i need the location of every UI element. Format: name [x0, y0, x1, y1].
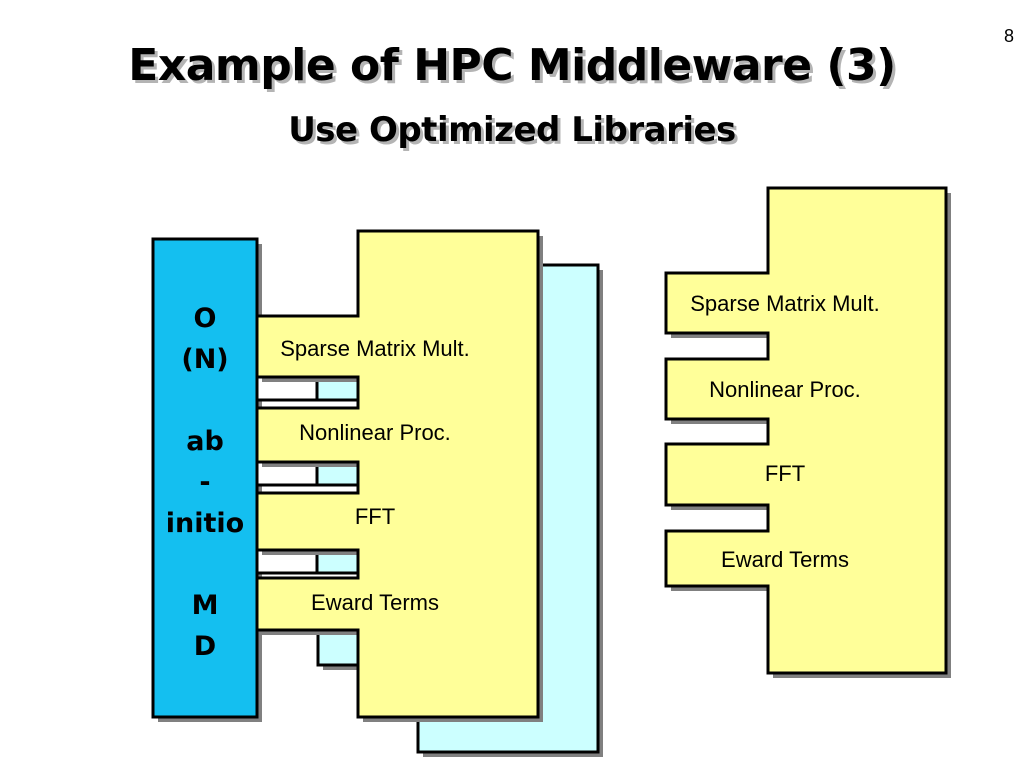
right-library-panel: Sparse Matrix Mult. Nonlinear Proc. FFT …: [664, 186, 951, 678]
page-number: 8: [1003, 26, 1014, 46]
front-label-nonlinear: Nonlinear Proc.: [299, 420, 451, 445]
right-label-eward: Eward Terms: [721, 547, 849, 572]
right-panel: [664, 186, 948, 675]
front-panel: [255, 229, 540, 719]
application-text-line: initio: [166, 508, 244, 539]
application-text-line: D: [194, 631, 216, 662]
application-text-line: M: [192, 590, 219, 621]
front-library-panel: Sparse Matrix Mult. Nonlinear Proc. FFT …: [255, 229, 543, 722]
application-text-line: -: [199, 467, 210, 498]
application-text-line: O: [194, 303, 217, 334]
right-label-sparse: Sparse Matrix Mult.: [690, 291, 880, 316]
front-label-sparse: Sparse Matrix Mult.: [280, 336, 470, 361]
slide-title: Example of HPC Middleware (3): [128, 40, 896, 91]
application-text-line: (N): [181, 344, 228, 375]
application-block-rect: [151, 237, 259, 719]
right-label-fft: FFT: [765, 461, 805, 486]
slide-subtitle: Use Optimized Libraries: [288, 110, 736, 150]
front-label-fft: FFT: [355, 504, 395, 529]
right-label-nonlinear: Nonlinear Proc.: [709, 377, 861, 402]
front-label-eward: Eward Terms: [311, 590, 439, 615]
application-text-line: ab: [186, 426, 224, 457]
